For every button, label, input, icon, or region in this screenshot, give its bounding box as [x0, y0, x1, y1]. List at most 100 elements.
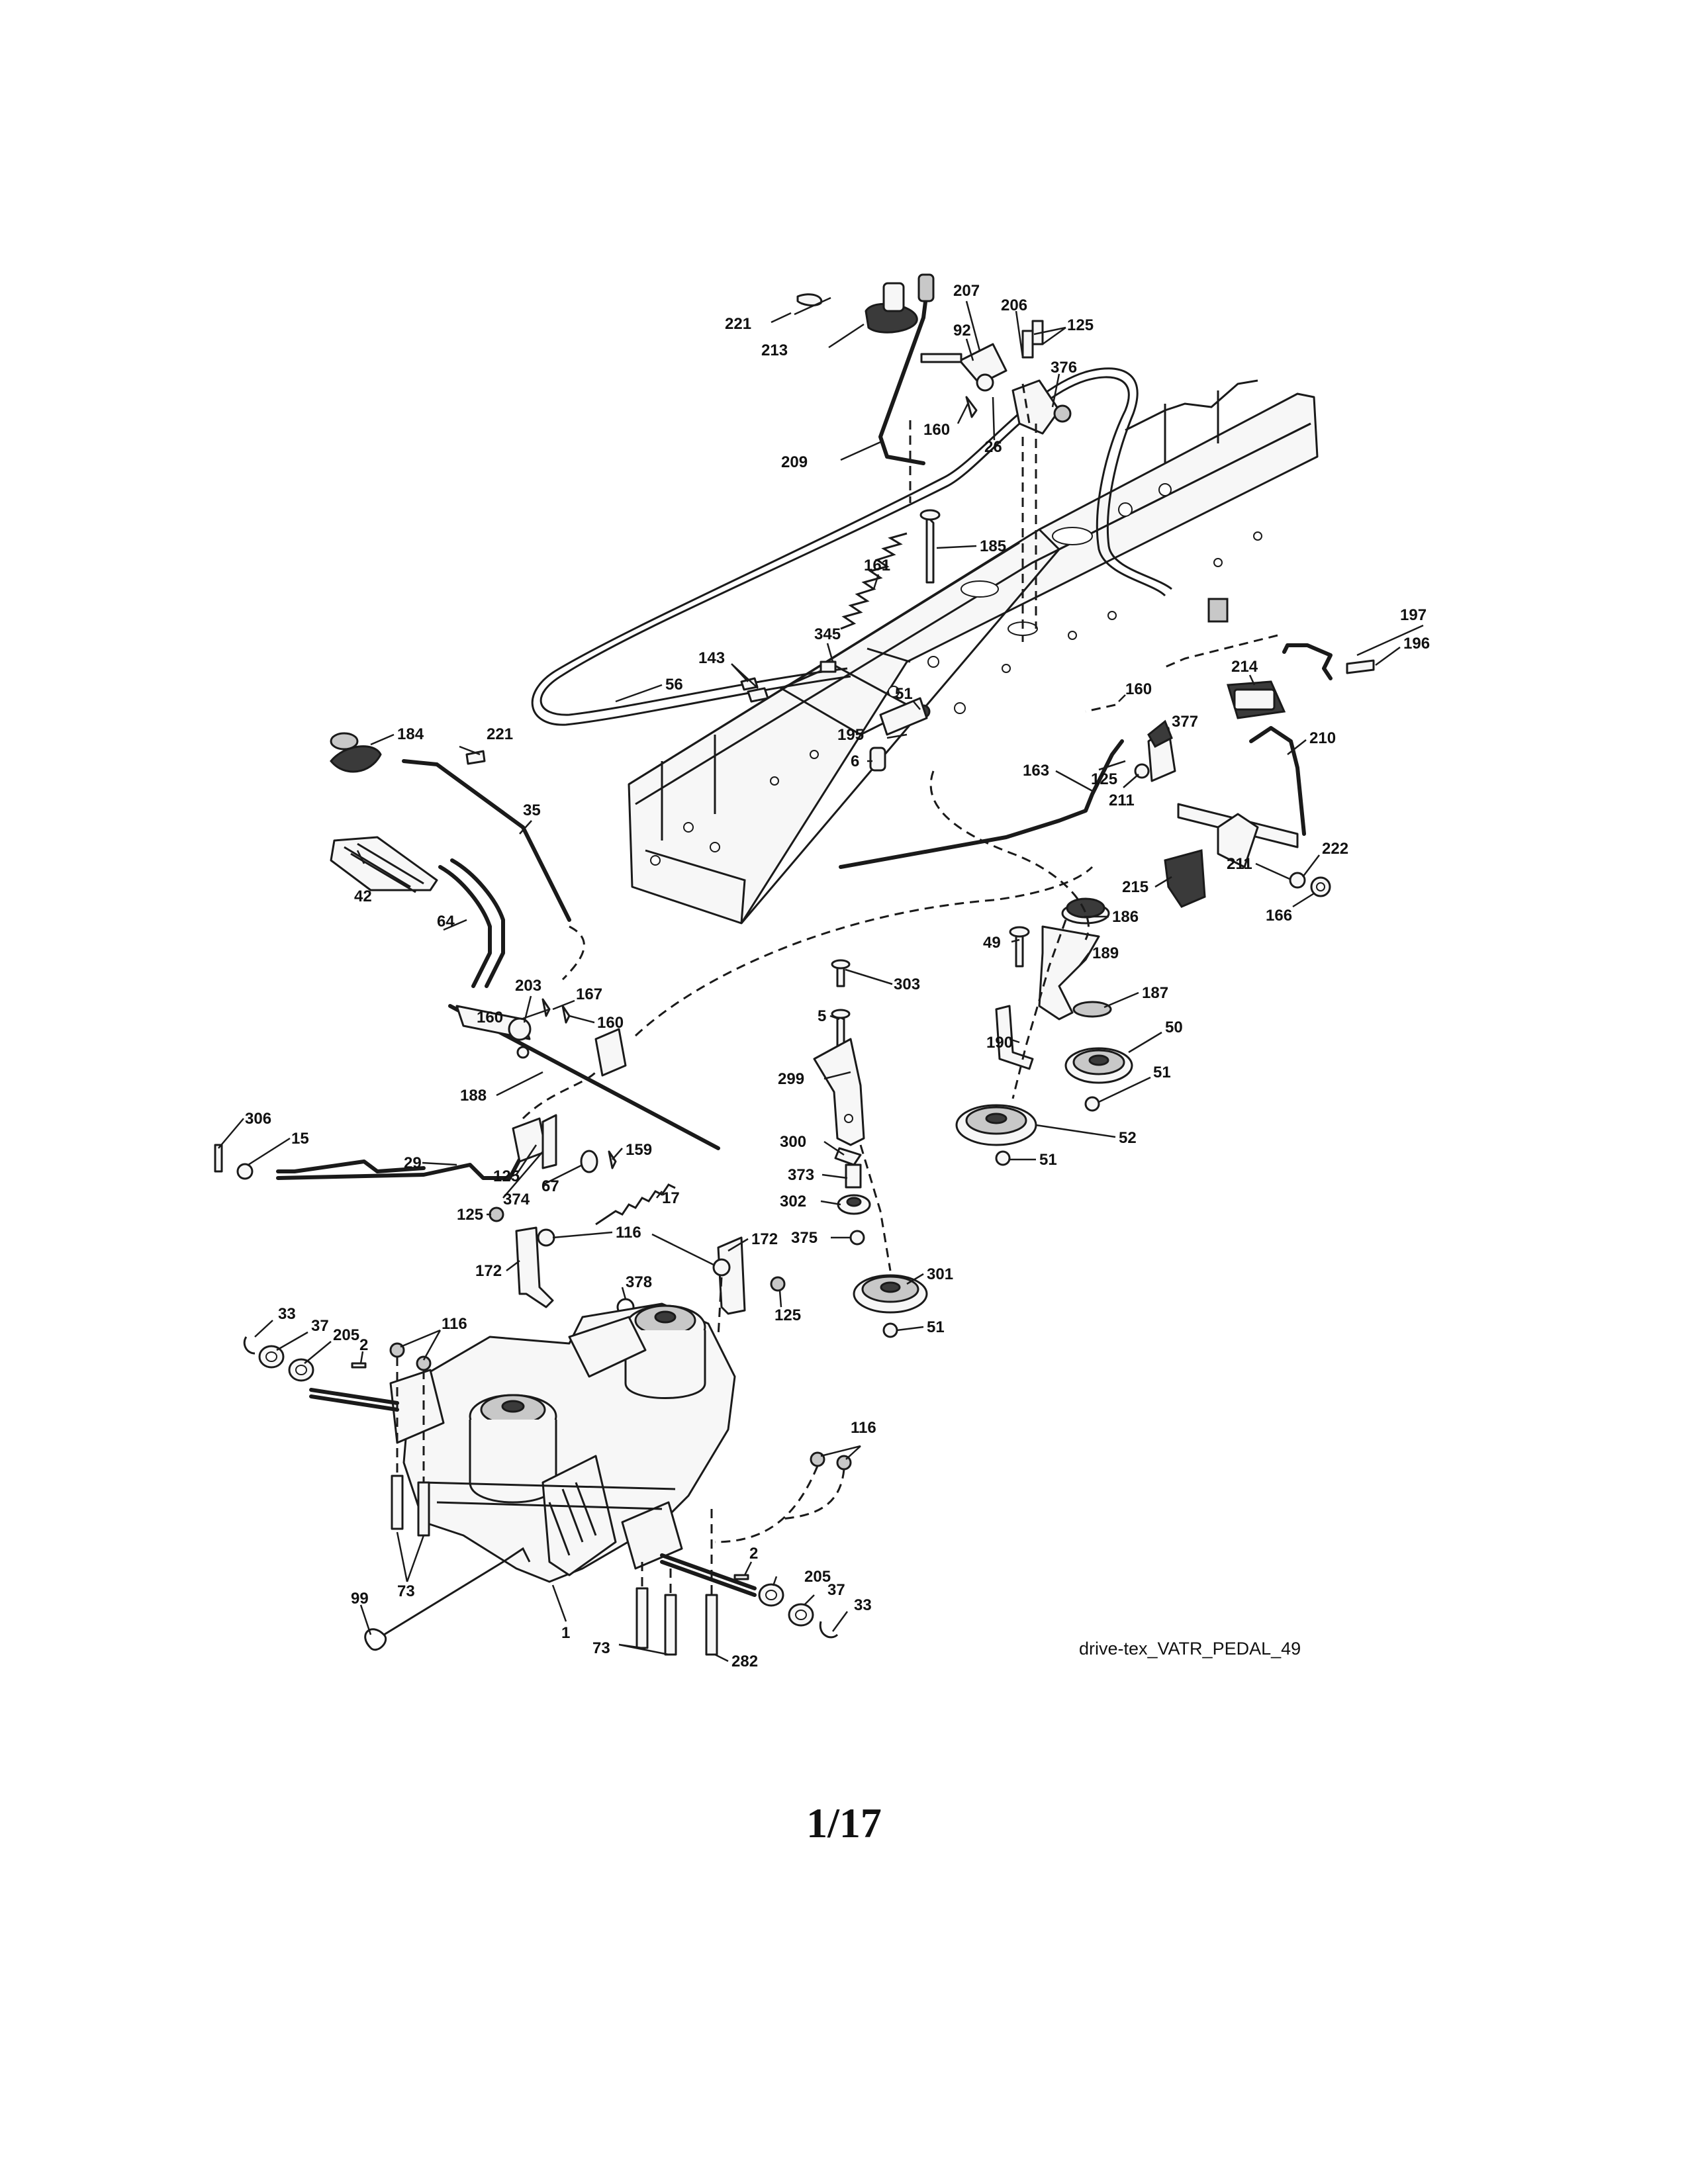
callout-211: 211 [1109, 792, 1135, 809]
callout-52: 52 [1119, 1129, 1137, 1147]
callout-160: 160 [923, 421, 950, 439]
center-idler-arm [813, 959, 928, 1338]
callout-49: 49 [983, 934, 1001, 952]
callout-374: 374 [503, 1191, 530, 1208]
callout-195: 195 [837, 726, 864, 744]
callout-51: 51 [927, 1318, 945, 1336]
transaxle-unit [309, 1302, 757, 1597]
callout-2: 2 [359, 1336, 368, 1354]
callout-172: 172 [475, 1262, 502, 1280]
callout-206: 206 [1001, 296, 1027, 314]
page-number: 1/17 [806, 1799, 882, 1846]
callout-214: 214 [1231, 658, 1258, 676]
callout-125: 125 [493, 1167, 520, 1185]
callout-51: 51 [1039, 1151, 1057, 1169]
callout-50: 50 [1165, 1019, 1183, 1036]
callout-213: 213 [761, 341, 788, 359]
callout-375: 375 [791, 1229, 818, 1247]
callout-167: 167 [576, 985, 602, 1003]
callout-211: 211 [1227, 855, 1252, 873]
callout-labels: 221 213 209 207 92 160 26 206 125 376 18… [245, 282, 1430, 1670]
callout-29: 29 [404, 1154, 422, 1172]
control-rod-assembly [214, 1071, 676, 1226]
callout-42: 42 [354, 887, 372, 905]
callout-209: 209 [781, 453, 808, 471]
callout-197: 197 [1400, 606, 1427, 624]
callout-282: 282 [731, 1653, 758, 1670]
callout-160: 160 [1125, 680, 1152, 698]
callout-51: 51 [895, 685, 913, 703]
callout-163: 163 [1023, 762, 1049, 780]
diagram-code: drive-tex_VATR_PEDAL_49 [1079, 1639, 1301, 1659]
callout-35: 35 [523, 801, 541, 819]
callout-99: 99 [351, 1590, 369, 1608]
callout-184: 184 [397, 725, 424, 743]
callout-67: 67 [541, 1177, 559, 1195]
callout-302: 302 [780, 1193, 806, 1210]
callout-221: 221 [487, 725, 513, 743]
callout-196: 196 [1403, 635, 1430, 653]
callout-64: 64 [437, 913, 455, 931]
callout-2: 2 [749, 1545, 758, 1563]
callout-6: 6 [851, 752, 859, 770]
callout-1: 1 [561, 1624, 570, 1642]
callout-160: 160 [477, 1009, 503, 1026]
leader-lines [218, 296, 1424, 1662]
callout-15: 15 [291, 1130, 309, 1148]
callout-125: 125 [1091, 770, 1117, 788]
left-pedal-assembly [330, 732, 1094, 1150]
callout-56: 56 [665, 676, 683, 694]
callout-125: 125 [1067, 316, 1094, 334]
lever-bracket-assembly [909, 320, 1072, 642]
callout-73: 73 [592, 1639, 610, 1657]
callout-160: 160 [597, 1014, 624, 1032]
callout-33: 33 [278, 1305, 296, 1323]
callout-376: 376 [1051, 359, 1077, 377]
callout-37: 37 [311, 1317, 329, 1335]
callout-26: 26 [984, 438, 1002, 456]
callout-161: 161 [864, 557, 890, 574]
callout-185: 185 [980, 537, 1006, 555]
callout-92: 92 [953, 322, 971, 340]
callout-221: 221 [725, 315, 751, 333]
callout-207: 207 [953, 282, 980, 300]
callout-303: 303 [894, 976, 920, 993]
right-axle-hardware [635, 1451, 852, 1656]
callout-143: 143 [698, 649, 725, 667]
callout-301: 301 [927, 1265, 953, 1283]
callout-187: 187 [1142, 984, 1168, 1002]
callout-125: 125 [774, 1306, 801, 1324]
callout-188: 188 [460, 1087, 487, 1105]
rod-99 [364, 1547, 531, 1651]
callout-300: 300 [780, 1133, 806, 1151]
callout-378: 378 [626, 1273, 652, 1291]
callout-203: 203 [515, 977, 541, 995]
callout-17: 17 [662, 1189, 680, 1207]
callout-116: 116 [442, 1315, 467, 1333]
callout-172: 172 [751, 1230, 778, 1248]
callout-345: 345 [814, 625, 841, 643]
callout-33: 33 [854, 1596, 872, 1614]
left-axle-hardware [243, 1336, 432, 1537]
callout-189: 189 [1092, 944, 1119, 962]
callout-116: 116 [616, 1224, 641, 1242]
callout-159: 159 [626, 1141, 652, 1159]
callout-5: 5 [818, 1007, 826, 1025]
callout-299: 299 [778, 1070, 804, 1088]
shift-lever-assembly [796, 273, 935, 465]
callout-377: 377 [1172, 713, 1198, 731]
callout-125: 125 [457, 1206, 483, 1224]
callout-222: 222 [1322, 840, 1348, 858]
callout-205: 205 [804, 1568, 831, 1586]
callout-205: 205 [333, 1326, 359, 1344]
callout-186: 186 [1112, 908, 1139, 926]
callout-116: 116 [851, 1419, 876, 1437]
callout-215: 215 [1122, 878, 1149, 896]
callout-373: 373 [788, 1166, 814, 1184]
idler-assembly [955, 897, 1133, 1166]
callout-37: 37 [827, 1581, 845, 1599]
callout-190: 190 [986, 1034, 1013, 1052]
callout-306: 306 [245, 1110, 271, 1128]
callout-210: 210 [1309, 729, 1336, 747]
